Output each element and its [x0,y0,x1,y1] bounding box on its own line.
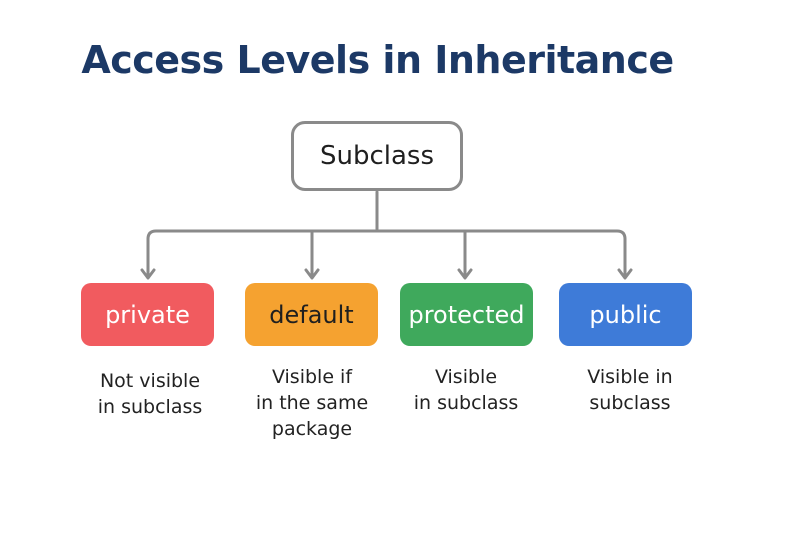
branch-line [146,229,627,241]
diagram-title: Access Levels in Inheritance [81,38,674,82]
public-label: public [589,300,662,329]
public-description: Visible in subclass [587,366,673,414]
private-node: private [81,283,214,346]
subclass-node: Subclass [291,121,463,191]
protected-node: protected [400,283,533,346]
connector-protected [457,229,473,280]
default-label: default [269,300,354,329]
connector-public [617,237,633,280]
subclass-label: Subclass [319,141,435,171]
protected-label: protected [408,300,525,329]
public-node: public [559,283,692,346]
private-label: private [105,300,190,329]
connector-default [304,229,320,280]
protected-description: Visible in subclass [413,366,519,414]
default-description: Visible if in the same package [255,366,369,440]
default-node: default [245,283,378,346]
private-description: Not visible in subclass [97,370,203,418]
connector-private [140,237,156,280]
